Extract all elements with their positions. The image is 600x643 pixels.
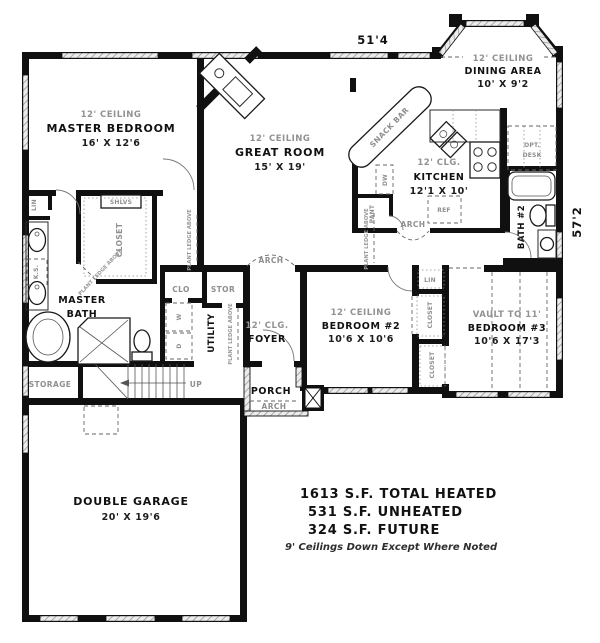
svg-text:12' CEILING: 12' CEILING [250,134,311,144]
room-master-bath: MASTER BATH [58,295,106,320]
dimension-depth: 57'2 [570,206,584,238]
svg-text:12' CEILING: 12' CEILING [81,110,142,120]
arch-openings [246,230,430,267]
pantry-label: PANT [369,204,376,223]
dryer-label: D [176,343,183,348]
ref-label: REF [437,207,450,214]
svg-text:9' Ceilings Down Except Where: 9' Ceilings Down Except Where Noted [285,542,498,553]
svg-text:531 S.F. UNHEATED: 531 S.F. UNHEATED [308,505,463,520]
sink [27,227,47,253]
room-bath-2: BATH #2 [517,205,527,249]
clo-label: CLO [172,285,190,294]
arch-label-foyer: ARCH [259,256,284,265]
kitchen-fixtures [348,86,557,224]
utility-fixtures [165,302,193,360]
sink [539,236,555,252]
shelves [100,194,142,209]
room-double-garage: DOUBLE GARAGE 20' X 19'6 [73,495,189,523]
svg-text:BEDROOM #3: BEDROOM #3 [468,323,546,334]
arch-label-porch: ARCH [262,402,287,411]
overhead-dashes [196,56,557,388]
room-foyer: 12' CLG. FOYER [245,321,288,345]
up-label: UP [190,380,202,389]
kitchen-sink [429,120,468,159]
svg-text:20' X 19'6: 20' X 19'6 [102,512,161,523]
fireplace [196,46,266,120]
lin-label-master: LIN [31,199,38,211]
stove-cooktop [469,141,501,179]
plant-ledge-label-4: PLANT LEDGE ABOVE [228,303,234,365]
svg-text:KITCHEN: KITCHEN [414,172,465,183]
plant-ledge-label-1: PLANT LEDGE ABOVE [78,248,125,297]
toilet [133,329,151,353]
dimension-width: 51'4 [357,33,389,47]
lin-label-hall: LIN [424,277,436,284]
svg-text:MASTER: MASTER [58,295,106,306]
room-bedroom-3: VAULT TO 11' BEDROOM #3 10'6 X 17'3 [468,310,546,347]
closet-label-master: CLOSET [115,222,124,257]
svg-text:DOUBLE GARAGE: DOUBLE GARAGE [73,495,189,508]
stor-label: STOR [211,285,235,294]
svg-text:15' X 19': 15' X 19' [254,162,306,173]
room-master-bedroom: 12' CEILING MASTER BEDROOM 16' X 12'6 [46,110,175,149]
svg-text:DINING AREA: DINING AREA [464,66,541,77]
svg-text:12' CLG.: 12' CLG. [245,321,288,331]
svg-text:16' X 12'6: 16' X 12'6 [82,138,141,149]
arch-label-kitchen: ARCH [401,220,426,229]
plant-ledge-label-2: PLANT LEDGE ABOVE [187,209,193,271]
closet-label-bed3: CLOSET [429,351,436,379]
room-great-room: 12' CEILING GREAT ROOM 15' X 19' [235,134,325,173]
room-utility: UTILITY [207,313,217,353]
toilet [529,204,547,227]
sink [27,280,47,306]
svg-text:MASTER BEDROOM: MASTER BEDROOM [46,122,175,135]
refrigerator-box [427,195,462,224]
room-bedroom-2: 12' CEILING BEDROOM #2 10'6 X 10'6 [322,308,400,345]
room-porch: PORCH [251,386,291,397]
svg-text:FOYER: FOYER [248,334,286,345]
door-swings [55,158,532,362]
washer-box [165,302,193,332]
master-bath-fixtures [25,194,153,365]
svg-text:10'6 X 10'6: 10'6 X 10'6 [328,334,394,345]
svg-text:VAULT TO 11': VAULT TO 11' [473,310,541,320]
svg-text:12' CLG.: 12' CLG. [417,158,460,168]
svg-text:12'1 X 10': 12'1 X 10' [410,186,469,197]
bathtub [507,171,556,201]
vanity [537,229,557,259]
opt-desk-label: OPT. [524,142,540,149]
area-summary: 1613 S.F. TOTAL HEATED 531 S.F. UNHEATED… [285,487,498,553]
room-dining-area: 12' CEILING DINING AREA 10' X 9'2 [464,54,541,90]
shlvs-label: SHLVS [110,199,132,206]
closet-label-bed2: CLOSET [427,301,434,329]
svg-text:1613 S.F. TOTAL HEATED: 1613 S.F. TOTAL HEATED [300,487,497,502]
stairs [83,363,186,435]
washer-label: W [176,313,183,320]
plant-ledge-label-3: PLANT LEDGE ABOVE [364,208,370,270]
snack-bar-counter [348,86,432,168]
svg-text:GREAT ROOM: GREAT ROOM [235,146,325,159]
room-kitchen: 12' CLG. KITCHEN 12'1 X 10' [410,158,469,197]
svg-text:10' X 9'2: 10' X 9'2 [477,79,529,90]
porch-structure [243,366,324,417]
toilet-tank [545,204,556,227]
room-storage: STORAGE [29,380,72,389]
dishwasher-box [375,164,394,195]
dryer-box [165,332,193,360]
svg-text:BATH: BATH [67,309,98,320]
bath2-fixtures [507,171,557,259]
svg-text:10'6 X 17'3: 10'6 X 17'3 [474,336,540,347]
svg-text:12' CEILING: 12' CEILING [331,308,392,318]
dw-label: DW [382,174,389,186]
svg-text:12' CEILING: 12' CEILING [473,54,534,64]
ks-label: K.S. [33,265,40,279]
svg-text:BEDROOM #2: BEDROOM #2 [322,321,400,332]
opt-desk-label2: DESK [523,152,542,159]
optional-desk [507,125,557,171]
svg-text:324 S.F. FUTURE: 324 S.F. FUTURE [308,523,440,538]
